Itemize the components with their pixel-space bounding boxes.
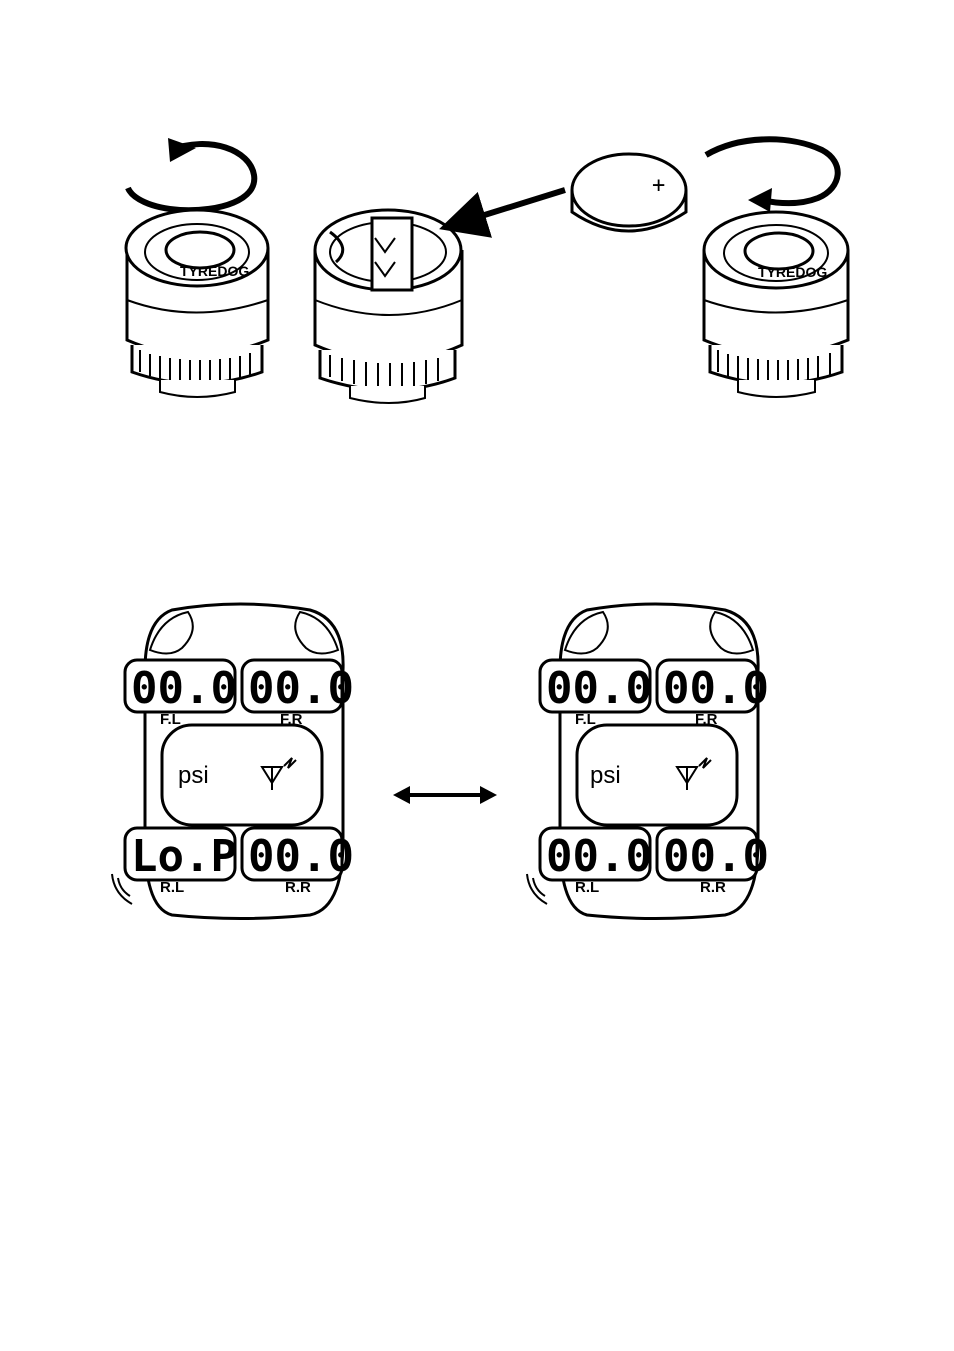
coin-battery: + bbox=[570, 152, 688, 233]
signal-antenna-icon bbox=[260, 757, 297, 790]
fr-pressure: 00.0 bbox=[663, 663, 769, 714]
rr-pressure: 00.0 bbox=[663, 831, 769, 882]
alarm-sound-icon bbox=[526, 873, 548, 905]
rl-pressure: Lo.P bbox=[131, 831, 237, 882]
rr-label: R.R bbox=[285, 879, 311, 896]
fl-label: F.L bbox=[575, 711, 596, 728]
rl-pressure: 00.0 bbox=[546, 831, 652, 882]
brand-text: TYREDOG bbox=[180, 263, 249, 279]
alarm-sound-icon bbox=[111, 873, 133, 905]
brand-text: TYREDOG bbox=[758, 264, 827, 280]
fl-pressure: 00.0 bbox=[131, 663, 237, 714]
signal-antenna-icon bbox=[675, 757, 712, 790]
fl-label: F.L bbox=[160, 711, 181, 728]
sensor-cap-closed-right: TYREDOG bbox=[702, 210, 850, 398]
battery-polarity-label: + bbox=[652, 173, 665, 198]
rr-label: R.R bbox=[700, 879, 726, 896]
unit-label: psi bbox=[178, 762, 209, 789]
battery-replacement-diagram: TYREDOG bbox=[124, 136, 850, 404]
lcd-display-low-pressure: 00.0 00.0 Lo.P 00.0 F.L F.R R.L R.R psi bbox=[111, 602, 354, 920]
rr-pressure: 00.0 bbox=[248, 831, 354, 882]
sensor-cap-closed-left: TYREDOG bbox=[124, 208, 270, 398]
lcd-display-normal: 00.0 00.0 00.0 00.0 F.L F.R R.L R.R psi bbox=[526, 602, 769, 920]
toggle-arrow-icon bbox=[393, 786, 497, 804]
unscrew-arrow-icon bbox=[125, 138, 258, 214]
insert-arrow-icon bbox=[439, 187, 566, 238]
display-states-diagram: 00.0 00.0 Lo.P 00.0 F.L F.R R.L R.R psi … bbox=[111, 602, 769, 920]
fl-pressure: 00.0 bbox=[546, 663, 652, 714]
screw-on-arrow-icon bbox=[704, 136, 841, 212]
rl-label: R.L bbox=[575, 879, 599, 896]
unit-label: psi bbox=[590, 762, 621, 789]
rl-label: R.L bbox=[160, 879, 184, 896]
sensor-body-open bbox=[313, 208, 464, 404]
fr-pressure: 00.0 bbox=[248, 663, 354, 714]
